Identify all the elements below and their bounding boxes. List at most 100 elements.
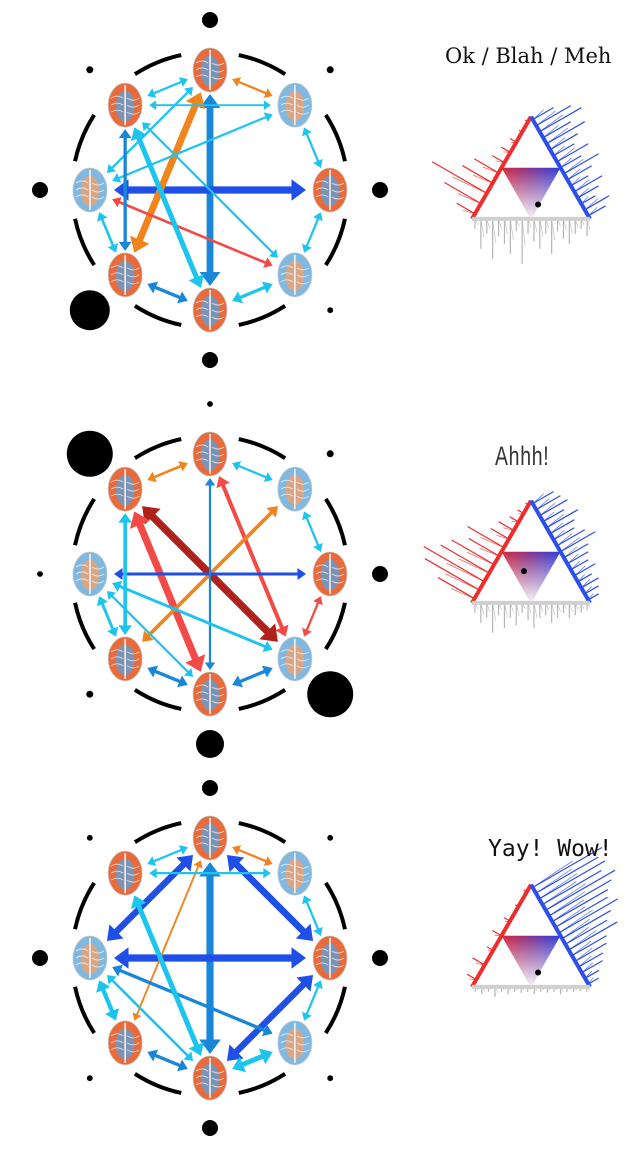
brain-node-top-left bbox=[108, 83, 142, 127]
left-spikes bbox=[432, 120, 528, 214]
spike bbox=[561, 537, 580, 552]
spike bbox=[542, 871, 601, 905]
node-weight-dot bbox=[207, 401, 213, 407]
arrow-shaft bbox=[136, 865, 198, 1015]
ring-arc bbox=[75, 883, 94, 929]
brain-icon bbox=[193, 816, 227, 860]
spike bbox=[575, 948, 592, 961]
arrow-shaft bbox=[306, 133, 318, 162]
arrow-head bbox=[149, 868, 157, 878]
spike bbox=[458, 194, 481, 204]
brain-node-bottom-left bbox=[108, 637, 142, 681]
spike bbox=[481, 537, 504, 547]
node-weight-dot bbox=[202, 12, 218, 28]
ring-arc bbox=[239, 439, 285, 458]
arrow-shaft bbox=[238, 849, 267, 861]
spike bbox=[569, 922, 617, 950]
brain-icon bbox=[73, 552, 107, 596]
spike bbox=[557, 530, 585, 546]
arrow-head bbox=[298, 568, 307, 580]
connection-arrow bbox=[147, 461, 188, 482]
arrow-head bbox=[119, 242, 132, 251]
spike bbox=[469, 538, 499, 556]
ring-arc bbox=[75, 987, 94, 1033]
brain-icon bbox=[108, 83, 142, 127]
brain-node-bottom bbox=[193, 672, 227, 716]
brain-icon bbox=[313, 552, 347, 596]
node-weight-dot bbox=[32, 182, 48, 198]
node-weight-dot bbox=[86, 691, 93, 698]
brain-icon bbox=[193, 48, 227, 92]
connection-arrow bbox=[112, 965, 273, 1036]
arrow-shaft bbox=[153, 466, 182, 478]
node-weight-dot bbox=[67, 431, 113, 477]
connection-arrow bbox=[302, 596, 323, 637]
brain-node-bottom bbox=[193, 288, 227, 332]
arrow-head bbox=[119, 129, 132, 138]
node-weight-dot bbox=[196, 730, 224, 758]
arrow-head bbox=[205, 663, 215, 671]
brain-node-top-right bbox=[278, 467, 312, 511]
spike bbox=[585, 586, 599, 594]
spike bbox=[452, 540, 494, 565]
ring-arc bbox=[75, 499, 94, 545]
position-dot bbox=[521, 568, 527, 574]
brain-icon bbox=[278, 637, 312, 681]
connection-arrow bbox=[147, 666, 188, 688]
spike bbox=[564, 159, 583, 174]
node-weight-dot bbox=[87, 835, 93, 841]
node-weight-dot bbox=[87, 1075, 93, 1081]
connection-arrow bbox=[147, 282, 188, 304]
right-spikes bbox=[533, 492, 599, 600]
ring-arc bbox=[75, 115, 94, 161]
connection-arrow bbox=[302, 511, 323, 552]
ring-arc bbox=[135, 55, 181, 74]
node-weight-dot bbox=[202, 1120, 218, 1136]
panel-ok-blah-meh: Ok / Blah / Meh bbox=[0, 0, 641, 384]
brain-icon bbox=[313, 168, 347, 212]
spike bbox=[550, 134, 578, 150]
arrow-head bbox=[118, 513, 132, 523]
spike bbox=[540, 500, 568, 516]
connection-arrow bbox=[131, 127, 204, 288]
node-weight-dot bbox=[37, 571, 43, 577]
spike bbox=[549, 892, 585, 916]
brain-icon bbox=[278, 467, 312, 511]
brain-node-left bbox=[73, 168, 107, 212]
connection-arrow bbox=[97, 212, 118, 253]
arrow-shaft bbox=[306, 602, 318, 631]
ring-arc bbox=[135, 439, 181, 458]
connection-arrow bbox=[131, 895, 204, 1056]
brain-icon bbox=[108, 1021, 142, 1065]
arrow-shaft bbox=[138, 904, 197, 1048]
spike bbox=[546, 870, 615, 910]
brain-node-top-left bbox=[108, 851, 142, 895]
arrow-shaft bbox=[306, 517, 318, 546]
panel-ahhh: Ahhh! bbox=[0, 384, 641, 768]
connection-arrow bbox=[302, 212, 323, 253]
brain-icon bbox=[313, 936, 347, 980]
spike bbox=[585, 970, 599, 978]
ring-arc bbox=[239, 823, 285, 842]
brain-icon bbox=[278, 851, 312, 895]
inner-triangle-fade bbox=[502, 552, 561, 603]
connection-arrow bbox=[232, 461, 273, 482]
spike bbox=[438, 578, 474, 599]
brain-node-top-right bbox=[278, 851, 312, 895]
arrow-head bbox=[149, 100, 156, 110]
spike bbox=[557, 534, 572, 546]
brain-icon bbox=[193, 672, 227, 716]
brain-icon bbox=[73, 168, 107, 212]
spike bbox=[557, 144, 588, 162]
connection-arrow bbox=[112, 197, 273, 268]
panel-yay-wow: Yay! Wow! bbox=[0, 768, 641, 1152]
node-weight-dot bbox=[372, 950, 388, 966]
inner-triangle-fade bbox=[502, 168, 561, 219]
node-weight-dot bbox=[372, 566, 388, 582]
brain-icon bbox=[108, 851, 142, 895]
arrow-shaft bbox=[154, 671, 181, 682]
arrow-head bbox=[263, 868, 271, 878]
arrow-head bbox=[118, 625, 132, 635]
spike bbox=[575, 943, 606, 961]
left-spikes bbox=[424, 503, 529, 598]
